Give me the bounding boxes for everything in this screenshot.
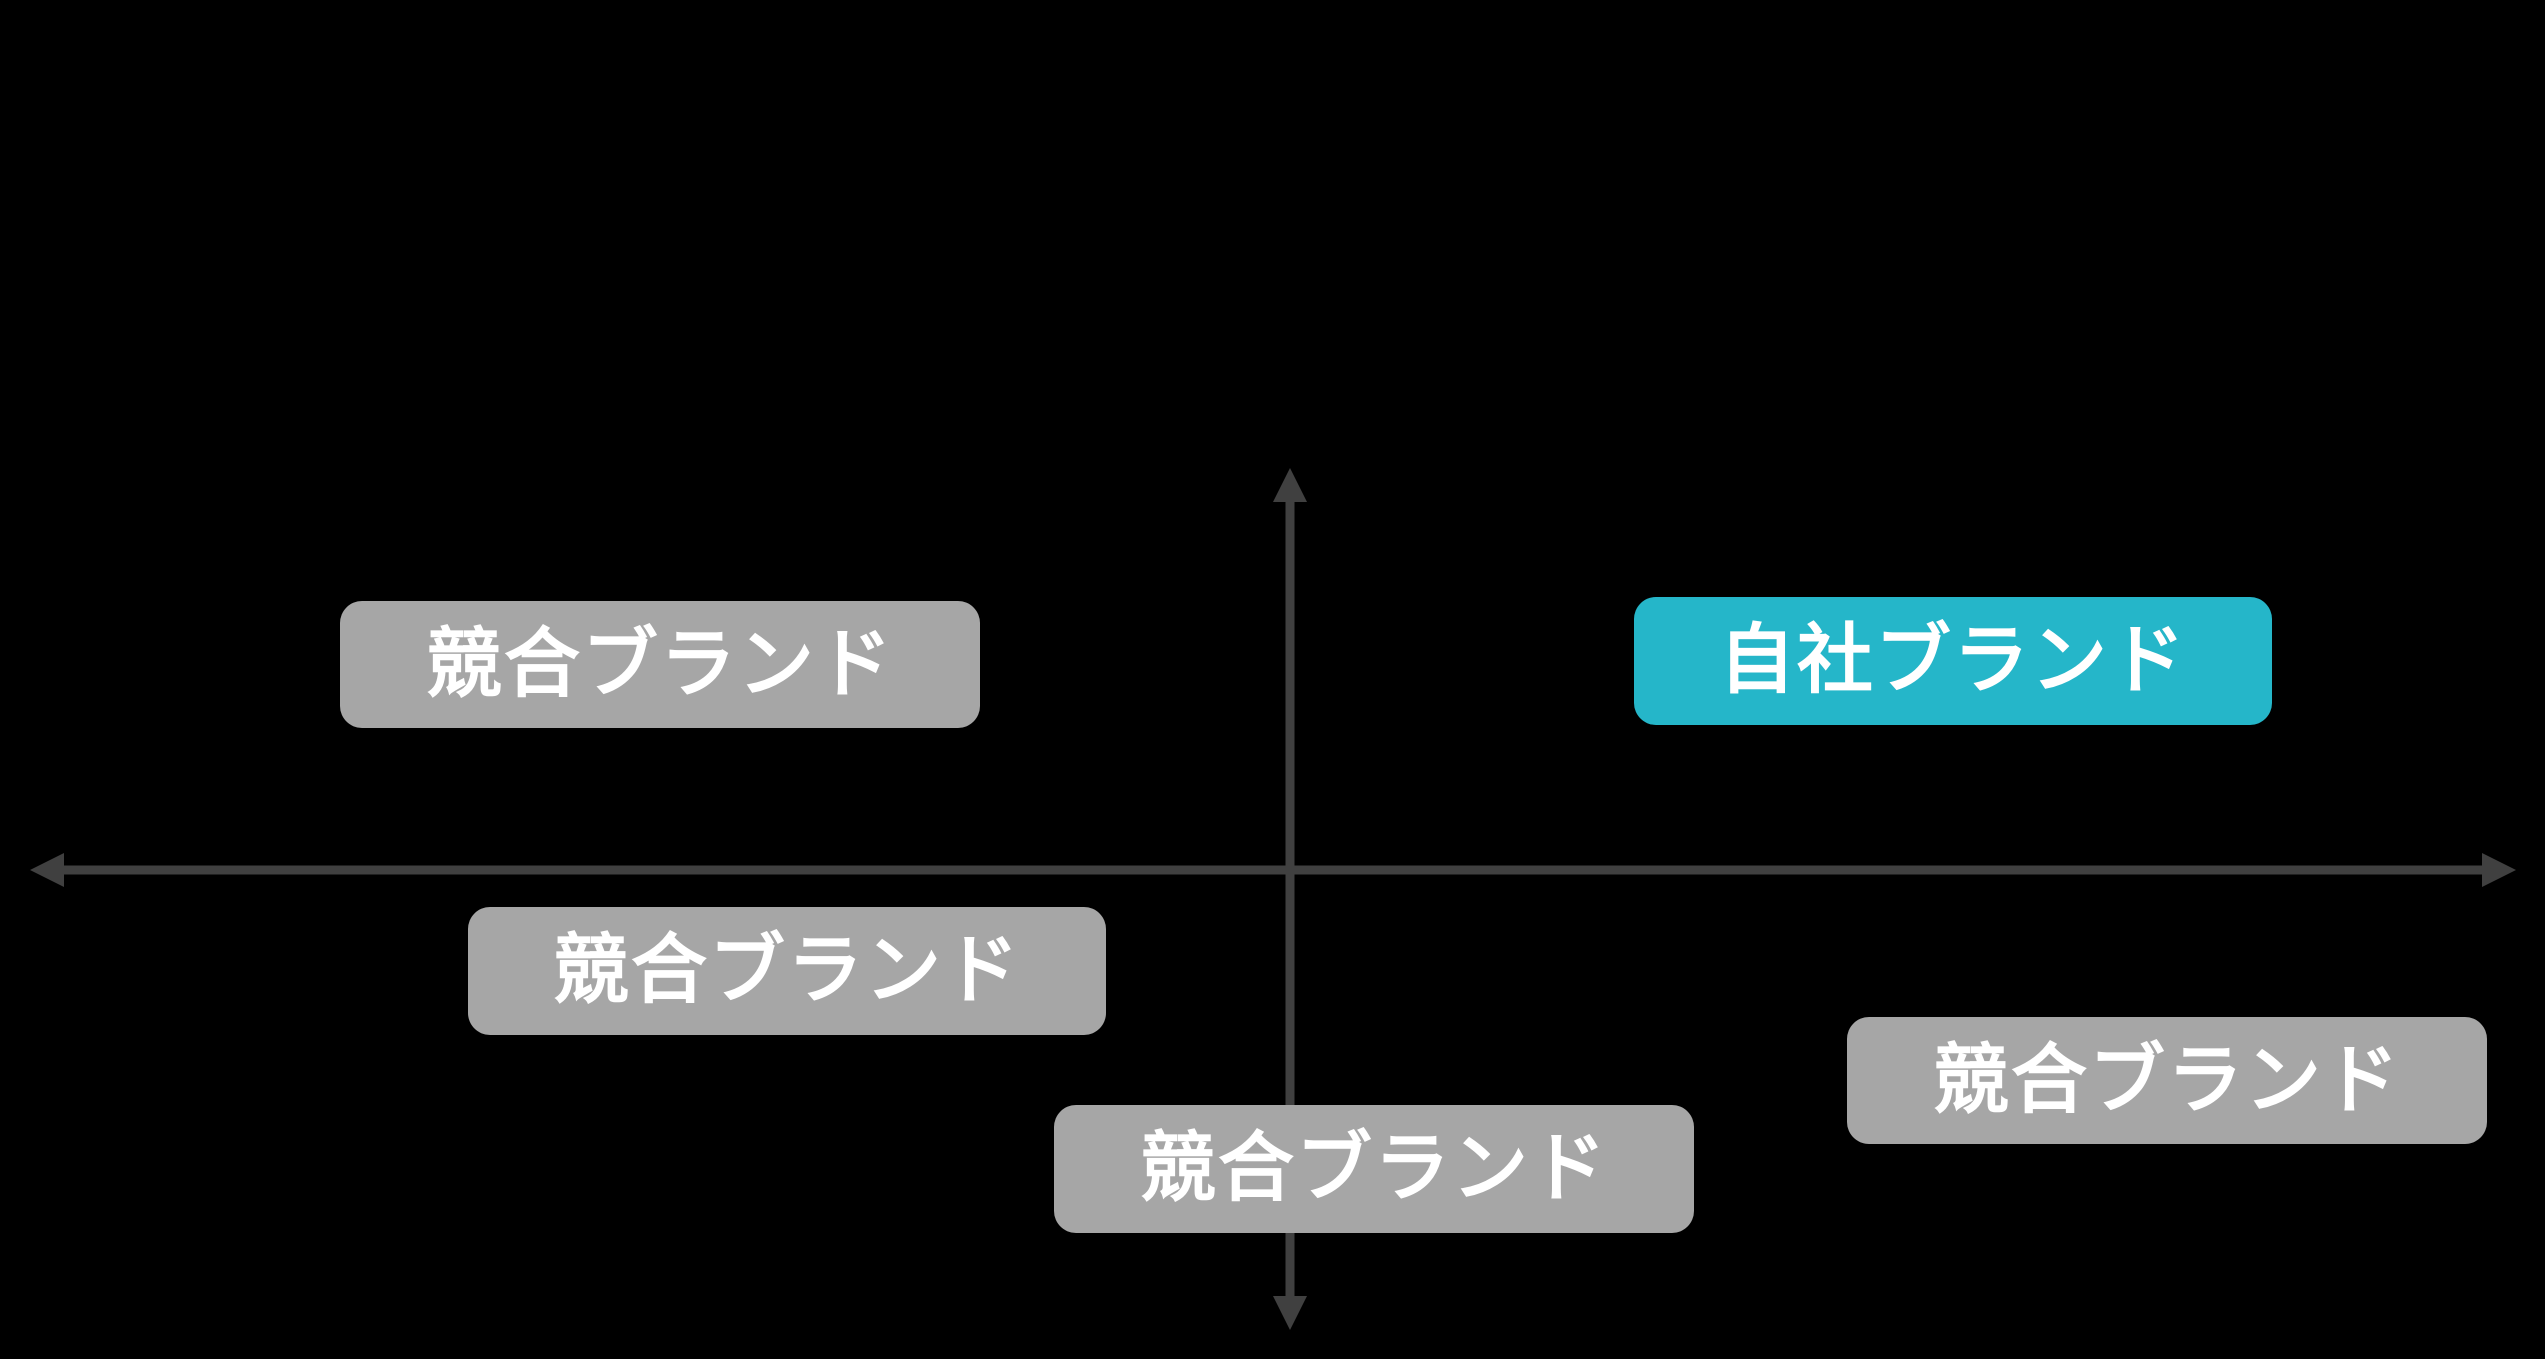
own-brand-box: 自社ブランド — [1634, 597, 2272, 725]
right-arrowhead-icon — [2482, 853, 2516, 887]
competitor-brand-label: 競合ブランド — [1933, 1037, 2401, 1123]
horizontal-axis — [30, 853, 2516, 887]
competitor-brand-label: 競合ブランド — [1140, 1126, 1608, 1211]
competitor-brand-label: 競合ブランド — [426, 621, 894, 707]
competitor-brand-box-lower-center: 競合ブランド — [1054, 1105, 1694, 1233]
competitor-brand-label: 競合ブランド — [553, 928, 1021, 1013]
down-arrowhead-icon — [1273, 1296, 1307, 1330]
own-brand-label: 自社ブランド — [1719, 618, 2187, 703]
competitor-brand-box-upper-left: 競合ブランド — [340, 601, 980, 728]
up-arrowhead-icon — [1273, 468, 1307, 502]
competitor-brand-box-lower-right: 競合ブランド — [1847, 1017, 2487, 1144]
competitor-brand-box-lower-left: 競合ブランド — [468, 907, 1106, 1035]
left-arrowhead-icon — [30, 853, 64, 887]
